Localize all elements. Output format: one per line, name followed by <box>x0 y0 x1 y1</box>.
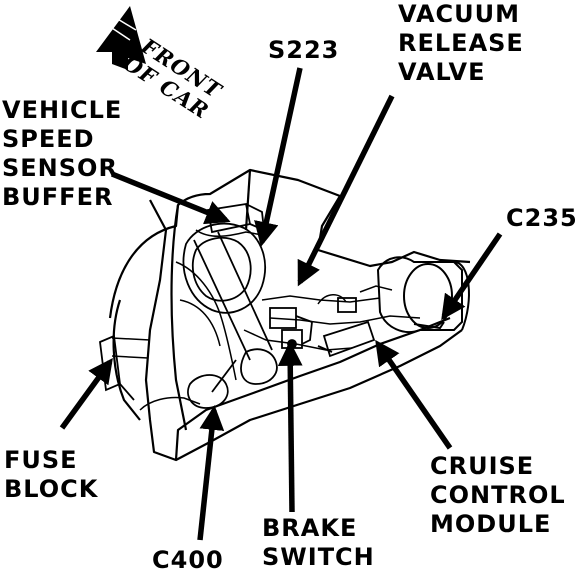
label-brake-switch: BRAKE SWITCH <box>262 514 375 571</box>
label-vehicle-speed-sensor-buffer: VEHICLE SPEED SENSOR BUFFER <box>2 96 123 211</box>
leader-arrow-c400 <box>197 405 225 541</box>
label-fuse-block: FUSE BLOCK <box>4 446 99 503</box>
leader-arrow-s223 <box>254 67 303 247</box>
front-of-car-arrow-icon <box>96 6 146 70</box>
leader-arrow-vacuum-release-valve <box>297 94 395 287</box>
leader-arrow-vehicle-speed-sensor-buffer <box>110 171 231 225</box>
label-s223: S223 <box>268 36 340 64</box>
label-c400: C400 <box>152 546 224 574</box>
label-cruise-control-module: CRUISE CONTROL MODULE <box>430 452 566 538</box>
leader-arrow-brake-switch <box>277 341 303 513</box>
wiring-harness <box>111 229 421 411</box>
leader-arrow-fuse-block <box>59 357 113 430</box>
cruise-control-module-body <box>317 297 376 358</box>
leader-arrow-cruise-control-module <box>375 339 453 450</box>
steering-column <box>182 222 278 409</box>
leader-arrow-c235 <box>441 232 503 321</box>
label-c235: C235 <box>506 204 576 232</box>
label-vacuum-release-valve: VACUUM RELEASE VALVE <box>398 0 524 86</box>
